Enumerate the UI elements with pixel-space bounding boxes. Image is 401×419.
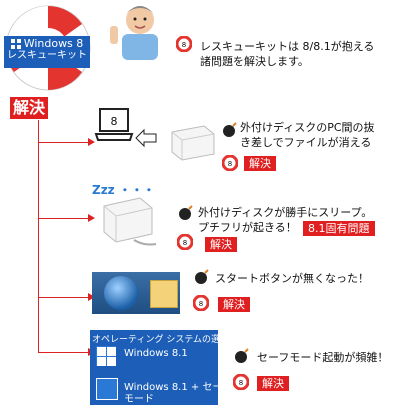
intro-rescue-icon: 8 [175, 35, 193, 53]
sleeping-disk-icon [103, 197, 157, 246]
os-option-1[interactable]: Windows 8.1 [124, 348, 188, 359]
item2-badge: 解決 [205, 237, 237, 252]
item3-badge: 解決 [218, 297, 250, 312]
presenter-illustration [108, 0, 170, 60]
tree-trunk [38, 120, 39, 353]
svg-text:8: 8 [228, 160, 232, 168]
item4-badge: 解決 [257, 376, 289, 391]
os-option-2-icon [96, 378, 118, 400]
sleeping-disk-illustration [94, 194, 164, 250]
branch-2 [38, 218, 88, 219]
branch-3-arrow [88, 293, 95, 301]
taskbar-illustration [92, 272, 180, 314]
item4-rescue-icon: 8 [232, 373, 250, 391]
item1-rescue-icon: 8 [221, 154, 239, 172]
logo-line2: レスキューキット [7, 50, 87, 61]
svg-text:8: 8 [199, 300, 203, 308]
bomb-icon [193, 267, 211, 285]
svg-text:8: 8 [183, 239, 187, 247]
boot-menu-illustration: オペレーティング システムの選択 Windows 8.1 Windows 8.1… [90, 330, 232, 405]
item1-line1: 外付けディスクのPC間の抜 [240, 121, 375, 134]
transfer-arrow-icon [134, 128, 158, 154]
laptop-icon: 8 [94, 108, 134, 141]
presenter-icon [110, 6, 158, 60]
zzz-text: Zzz ・・・ [92, 183, 155, 197]
boot-menu-title: オペレーティング システムの選択 [92, 335, 230, 345]
branch-4 [38, 352, 88, 353]
branch-3 [38, 297, 88, 298]
svg-text:8: 8 [111, 115, 118, 128]
branch-1-arrow [88, 138, 95, 146]
intro-line2: 諸問題を解決します。 [200, 55, 309, 68]
intro-line1: レスキューキットは 8/8.1が抱える [200, 40, 375, 53]
item1-badge: 解決 [244, 156, 276, 171]
os-option-2-line1[interactable]: Windows 8.1 + セーフ [124, 382, 232, 393]
start-orb-icon [104, 276, 138, 310]
bomb-icon [233, 346, 251, 364]
item2-line2: プチフリが起きる！ [198, 221, 297, 234]
item3-rescue-icon: 8 [192, 294, 210, 312]
bomb-icon [177, 203, 195, 221]
os-option-2-line2[interactable]: モード [124, 394, 154, 405]
item4-line1: セーフモード起動が頻雑！ [257, 351, 389, 364]
windows-logo-icon [10, 39, 21, 49]
item2-rescue-icon: 8 [176, 233, 194, 251]
branch-2-arrow [88, 214, 95, 222]
logo-line1: Windows 8 [23, 37, 84, 50]
external-disk-icon [171, 125, 215, 161]
folder-icon [150, 280, 178, 308]
external-disk-illustration [164, 122, 220, 164]
lifebuoy-logo: Windows 8 レスキューキット [0, 0, 96, 96]
item2-line1: 外付けディスクが勝手にスリープ。 [198, 206, 373, 219]
svg-text:8: 8 [239, 379, 243, 387]
os-option-1-icon [96, 346, 116, 366]
item1-line2: き差しでファイルが消える [240, 136, 372, 149]
branch-1 [38, 142, 88, 143]
laptop-illustration: 8 [94, 108, 134, 144]
kaiketsu-title: 解決 [10, 97, 49, 119]
svg-text:8: 8 [182, 41, 186, 49]
bomb-icon [221, 120, 239, 138]
item3-line1: スタートボタンが無くなった！ [215, 272, 369, 285]
item2-tag: 8.1固有問題 [303, 221, 375, 236]
windows8-logo-box: Windows 8 レスキューキット [4, 36, 90, 68]
